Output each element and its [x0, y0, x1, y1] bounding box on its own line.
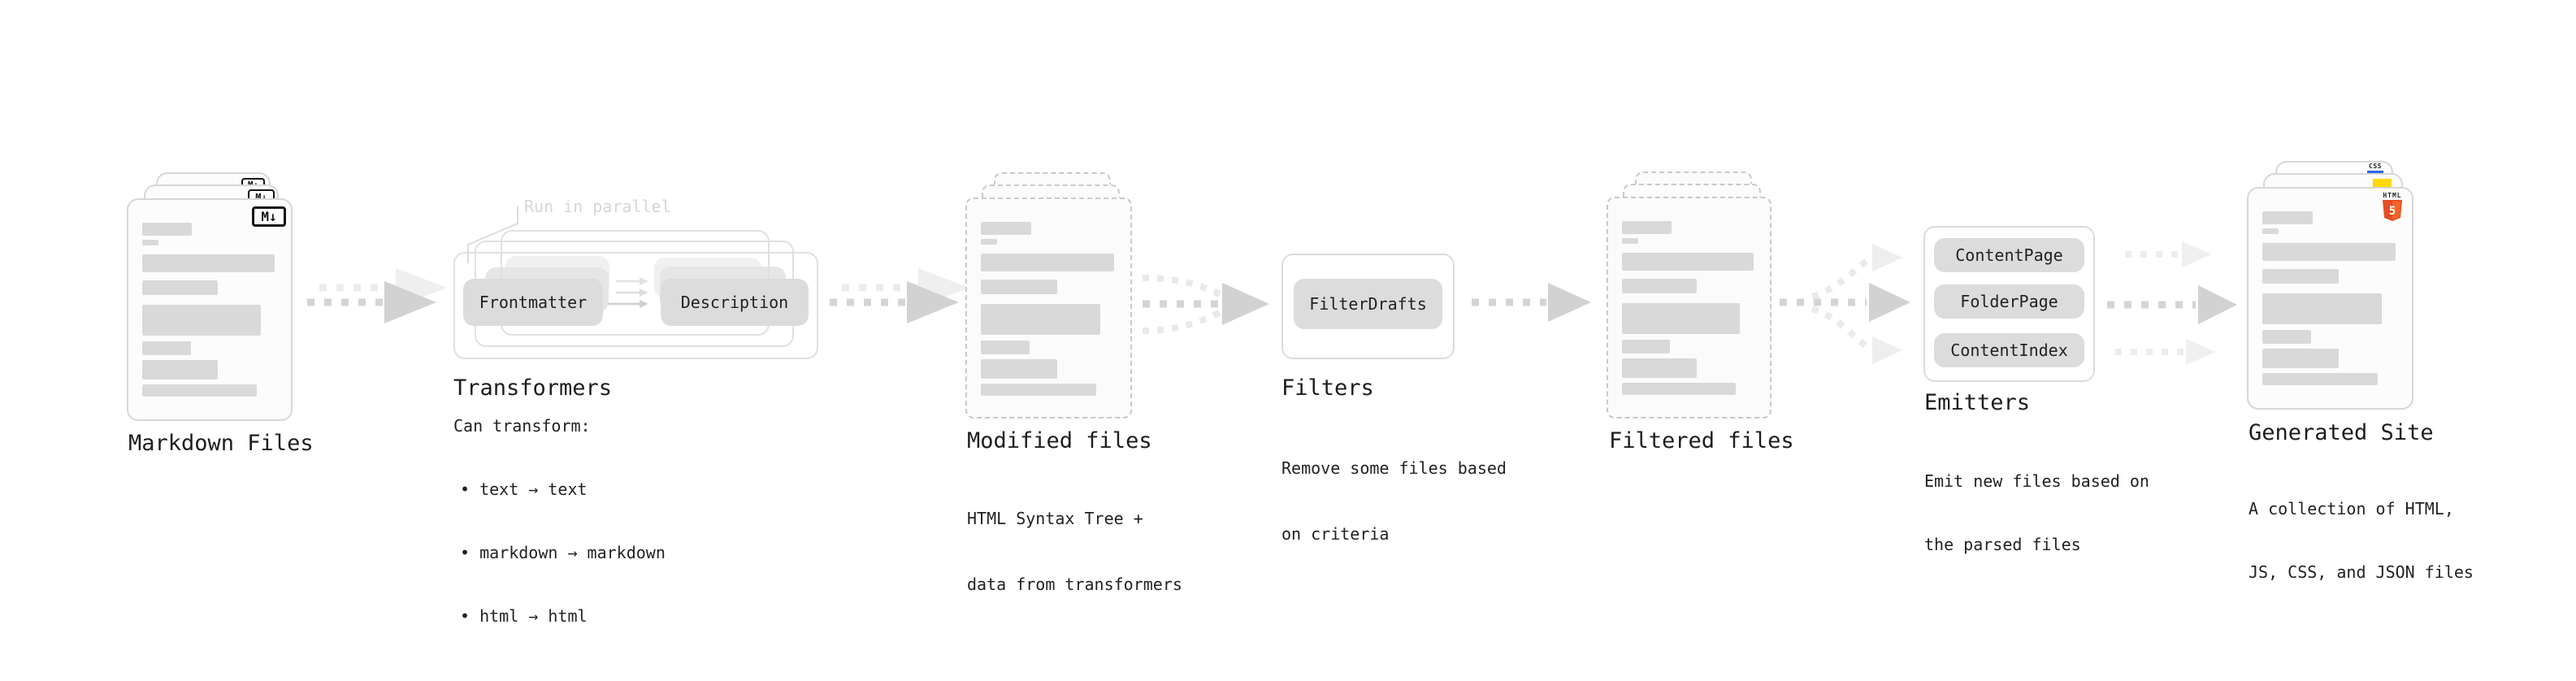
description-line: HTML Syntax Tree + — [967, 509, 1143, 528]
text-skeleton-bar — [1622, 238, 1638, 244]
description-line: JS, CSS, and JSON files — [2249, 562, 2474, 582]
description-line: data from transformers — [967, 575, 1182, 594]
split-arrow — [1780, 244, 1910, 364]
skeleton-text — [2262, 189, 2398, 408]
run-in-parallel-leader-line — [467, 206, 518, 263]
html5-logo-label: HTML — [2383, 192, 2402, 199]
text-skeleton-bar — [1622, 221, 1672, 234]
markdown-file-card-front — [127, 198, 293, 421]
description-line: Emit new files based on — [1924, 471, 2149, 491]
generated-file-card-front — [2247, 187, 2413, 410]
text-skeleton-bar — [142, 384, 258, 397]
text-skeleton-bar — [2262, 373, 2378, 385]
text-skeleton-bar — [981, 222, 1031, 235]
text-skeleton-bar — [142, 240, 158, 245]
text-skeleton-bar — [142, 341, 191, 355]
filters-description: Remove some files based on criteria — [1281, 414, 1507, 589]
text-skeleton-bar — [981, 239, 998, 245]
flow-arrow — [830, 268, 969, 323]
text-skeleton-bar — [142, 305, 262, 336]
contentindex-pill: ContentIndex — [1934, 333, 2084, 367]
text-skeleton-bar — [2262, 349, 2339, 368]
text-skeleton-bar — [1622, 253, 1754, 271]
run-in-parallel-annotation: Run in parallel — [524, 197, 671, 216]
transformers-frame-front — [453, 252, 818, 359]
text-skeleton-bar — [142, 280, 218, 295]
text-skeleton-bar — [1622, 279, 1698, 293]
modified-file-card-front — [965, 197, 1132, 419]
frontmatter-pill: Frontmatter — [463, 279, 603, 326]
description-pill: Description — [661, 279, 809, 326]
bullet-item: • html → html — [460, 606, 588, 626]
text-skeleton-bar — [1622, 340, 1671, 354]
flow-arrow — [307, 268, 447, 323]
text-skeleton-bar — [1622, 303, 1741, 334]
folderpage-pill: FolderPage — [1934, 284, 2084, 319]
text-skeleton-bar — [142, 254, 275, 272]
filtered-files-label: Filtered files — [1609, 428, 1794, 453]
filters-title: Filters — [1281, 375, 1374, 401]
merge-arrow — [1142, 275, 1269, 334]
text-skeleton-bar — [981, 304, 1100, 335]
text-skeleton-bar — [2262, 243, 2396, 261]
text-skeleton-bar — [981, 254, 1114, 271]
html5-shield-icon: 5 — [2383, 200, 2402, 221]
text-skeleton-bar — [2262, 228, 2279, 234]
text-skeleton-bar — [981, 280, 1057, 294]
filterdrafts-pill: FilterDrafts — [1294, 279, 1442, 329]
text-skeleton-bar — [142, 223, 193, 236]
markdown-icon: M↓ — [252, 206, 286, 227]
markdown-files-label: Markdown Files — [128, 431, 314, 456]
transformers-heading: Can transform: — [453, 416, 591, 436]
css-file-icon: CSS — [2366, 163, 2385, 174]
transformers-bullet-list: • text → text • markdown → markdown • ht… — [460, 436, 666, 669]
description-line: A collection of HTML, — [2249, 499, 2454, 518]
bullet-item: • text → text — [460, 479, 588, 499]
bullet-item: • markdown → markdown — [460, 543, 666, 562]
modified-files-description: HTML Syntax Tree + data from transformer… — [967, 464, 1182, 640]
skeleton-text — [142, 200, 277, 419]
text-skeleton-bar — [142, 360, 218, 380]
modified-files-label: Modified files — [967, 428, 1152, 453]
contentpage-pill: ContentPage — [1934, 238, 2084, 272]
text-skeleton-bar — [1622, 383, 1737, 395]
css-icon-bar — [2367, 171, 2383, 174]
emit-arrows — [2107, 241, 2237, 365]
flow-arrow — [1472, 283, 1591, 322]
parallel-arrows-icon — [608, 277, 648, 308]
svg-text:5: 5 — [2389, 205, 2396, 218]
transformers-title: Transformers — [453, 375, 613, 401]
html5-logo: HTML 5 — [2381, 192, 2404, 223]
emitters-description: Emit new files based on the parsed files — [1924, 428, 2149, 597]
generated-site-label: Generated Site — [2249, 420, 2434, 445]
text-skeleton-bar — [981, 359, 1057, 379]
text-skeleton-bar — [2262, 269, 2339, 284]
css-icon-label: CSS — [2369, 163, 2382, 170]
description-line: on criteria — [1281, 524, 1390, 544]
text-skeleton-bar — [2262, 293, 2382, 324]
js-file-icon — [2373, 179, 2392, 187]
generated-site-description: A collection of HTML, JS, CSS, and JSON … — [2249, 456, 2474, 625]
description-line: the parsed files — [1924, 535, 2081, 554]
description-line: Remove some files based — [1281, 458, 1507, 478]
text-skeleton-bar — [981, 340, 1030, 354]
emitters-title: Emitters — [1924, 390, 2031, 415]
filtered-file-card-front — [1607, 197, 1772, 419]
text-skeleton-bar — [981, 384, 1096, 396]
skeleton-text — [1622, 198, 1756, 417]
text-skeleton-bar — [2262, 330, 2312, 344]
skeleton-text — [981, 199, 1117, 417]
text-skeleton-bar — [1622, 358, 1698, 378]
text-skeleton-bar — [2262, 211, 2313, 224]
